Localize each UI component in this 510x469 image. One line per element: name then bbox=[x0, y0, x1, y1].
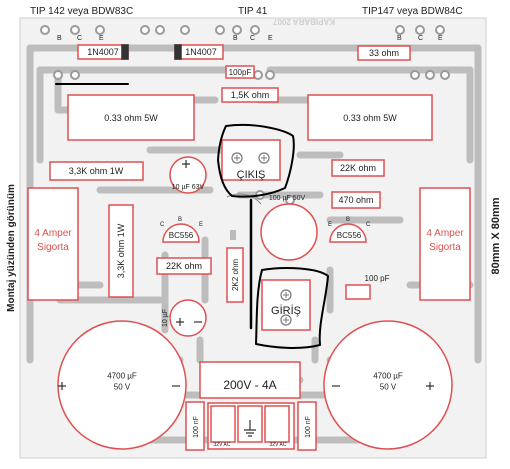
diode-2-band bbox=[174, 44, 182, 60]
side-label-right: 80mm X 80mm bbox=[490, 197, 502, 274]
output-highlight-marker bbox=[217, 123, 295, 198]
resistor-33-ohm bbox=[357, 45, 411, 61]
resistor-033-right bbox=[307, 94, 433, 141]
pin-c-center: C bbox=[250, 35, 255, 42]
capacitor-100pf-top bbox=[225, 65, 255, 79]
bc556-left-pin-b: B bbox=[178, 217, 182, 223]
bc556-right-label: BC556 bbox=[337, 231, 362, 240]
capacitor-100pf-right bbox=[345, 284, 371, 300]
fuse-left bbox=[27, 187, 79, 301]
capacitor-10uf-63v-label: 10 µF 63V bbox=[172, 184, 205, 191]
resistor-470 bbox=[331, 191, 381, 209]
resistor-33-ohm-label: 33 ohm bbox=[369, 48, 399, 58]
capacitor-4700uf-right bbox=[323, 320, 453, 450]
polarity-plus-icon bbox=[176, 318, 184, 326]
capacitor-100uf-50v bbox=[260, 203, 318, 261]
transistor-bc556-right bbox=[329, 223, 367, 243]
bc556-left-pin-e: E bbox=[199, 222, 203, 228]
pin-e-center: E bbox=[268, 35, 273, 42]
pin-b-center: B bbox=[233, 35, 238, 42]
resistor-2k2-label: 2K2 ohm bbox=[231, 259, 240, 291]
capacitor-10uf-label: 10 µF bbox=[162, 309, 169, 327]
ground-icon bbox=[244, 420, 256, 437]
output-label: ÇIKIŞ bbox=[237, 169, 266, 181]
capacitor-100pf-right-label: 100 pF bbox=[365, 274, 390, 283]
bc556-right-pin-e: E bbox=[328, 222, 332, 228]
pin-c-left: C bbox=[77, 35, 82, 42]
resistor-22k-mid-label: 22K ohm bbox=[166, 261, 202, 271]
ac-right-label: 32V AC bbox=[270, 442, 287, 448]
capacitor-100uf-50v-label: 100 µF 50V bbox=[269, 195, 306, 202]
bc556-right-pin-b: B bbox=[346, 217, 350, 223]
polarity-plus-icon bbox=[426, 382, 434, 390]
watermark: KAPIBARA 2007 bbox=[273, 17, 335, 26]
capacitor-100nf-left bbox=[185, 401, 205, 451]
resistor-1k5 bbox=[221, 87, 279, 103]
pin-e-right: E bbox=[438, 35, 443, 42]
resistor-22k-right bbox=[331, 159, 385, 177]
resistor-033-right-label: 0.33 ohm 5W bbox=[343, 113, 397, 123]
ac-terminal-middle bbox=[237, 405, 263, 443]
capacitor-100nf-right-label: 100 nF bbox=[305, 416, 312, 438]
bc556-left-label: BC556 bbox=[169, 231, 194, 240]
transistor-bc556-left bbox=[162, 223, 200, 243]
resistor-2k2 bbox=[226, 247, 244, 303]
resistor-22k-mid bbox=[156, 257, 212, 275]
supply-label: 200V - 4A bbox=[223, 378, 276, 392]
resistor-33k-1w-horizontal-label: 3,3K ohm 1W bbox=[69, 166, 124, 176]
capacitor-100nf-right bbox=[297, 401, 317, 451]
pin-b-right: B bbox=[397, 35, 402, 42]
capacitor-100pf-top-label: 100pF bbox=[229, 68, 252, 77]
resistor-22k-right-label: 22K ohm bbox=[340, 163, 376, 173]
pin-e-left: E bbox=[99, 35, 104, 42]
resistor-033-left bbox=[67, 94, 195, 141]
resistor-033-left-label: 0.33 ohm 5W bbox=[104, 113, 158, 123]
transistor-label-center: TIP 41 bbox=[238, 6, 268, 17]
input-highlight-marker bbox=[255, 267, 329, 349]
input-label: GİRİŞ bbox=[271, 304, 301, 317]
diode-1-label: 1N4007 bbox=[87, 47, 119, 57]
capacitor-polarity-stripe bbox=[230, 230, 236, 240]
capacitor-10uf bbox=[169, 299, 207, 337]
capacitor-100nf-left-label: 100 nF bbox=[193, 416, 200, 438]
resistor-1k5-label: 1,5K ohm bbox=[231, 90, 270, 100]
transistor-label-right: TIP147 veya BDW84C bbox=[362, 6, 463, 17]
polarity-plus-icon bbox=[182, 160, 190, 168]
resistor-33k-1w-vertical bbox=[108, 204, 134, 298]
ac-terminal-right bbox=[264, 405, 290, 443]
pin-b-left: B bbox=[57, 35, 62, 42]
side-label-left: Montaj yüzünden görünüm bbox=[6, 184, 17, 312]
resistor-33k-1w-vertical-label: 3,3K ohm 1W bbox=[116, 223, 126, 278]
fuse-right bbox=[419, 187, 471, 301]
transistor-label-left: TIP 142 veya BDW83C bbox=[30, 6, 133, 17]
resistor-470-label: 470 ohm bbox=[338, 195, 373, 205]
resistor-33k-1w-horizontal bbox=[49, 161, 144, 181]
output-connector bbox=[221, 139, 281, 181]
capacitor-10uf-63v bbox=[169, 156, 207, 194]
diode-2-label: 1N4007 bbox=[185, 47, 217, 57]
diode-1-band bbox=[121, 44, 129, 60]
polarity-plus-icon bbox=[58, 382, 66, 390]
ac-left-label: 32V AC bbox=[214, 442, 231, 448]
ac-terminal-left bbox=[210, 405, 236, 443]
bc556-left-pin-c: C bbox=[160, 222, 165, 228]
supply-block bbox=[199, 361, 301, 399]
capacitor-4700uf-left bbox=[57, 320, 187, 450]
bc556-right-pin-c: C bbox=[366, 222, 371, 228]
pin-c-right: C bbox=[418, 35, 423, 42]
